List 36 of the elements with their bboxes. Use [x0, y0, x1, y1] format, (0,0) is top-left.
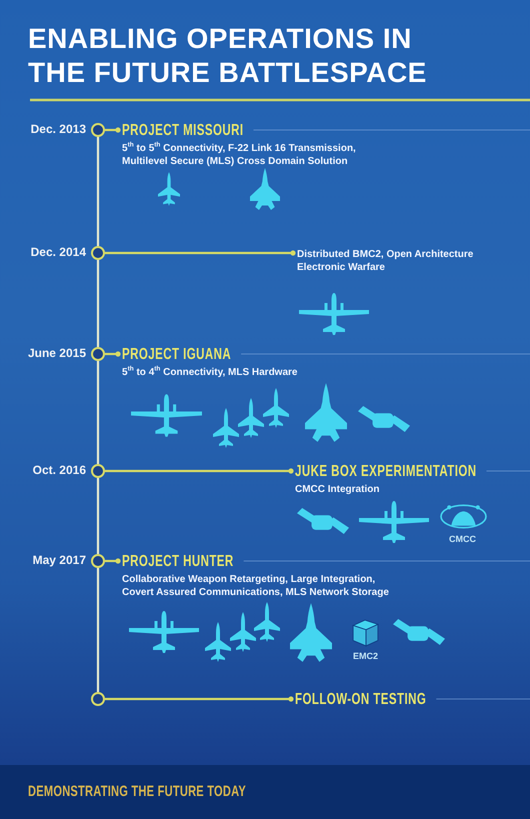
- timeline-circle: [91, 347, 105, 361]
- timeline-circle: [91, 692, 105, 706]
- timeline-line: [96, 260, 100, 347]
- connector-line: [105, 558, 121, 564]
- timeline-circle: [91, 123, 105, 137]
- project-description: CMCC Integration: [295, 483, 380, 496]
- project-title: PROJECT IGUANA: [122, 346, 232, 363]
- project-description: 5$^{th}$ to 5$^{th}$ Connectivity, F-22 Link 16 Transmission, Multilevel Secure (MLS) Cross Domain Solution: [122, 142, 357, 168]
- project-description: Distributed BMC2, Open Architecture Electronic Warfare: [297, 248, 474, 274]
- date-label: Dec. 2013: [30, 122, 86, 136]
- project-description: 5$^{th}$ to 4$^{th}$ Connectivity, MLS Hardware: [122, 366, 298, 379]
- project-title: PROJECT MISSOURI: [122, 122, 244, 139]
- timeline-line: [96, 361, 100, 464]
- connector-line: [105, 250, 296, 256]
- connector-line: [105, 351, 121, 357]
- timeline-circle: [91, 464, 105, 478]
- date-label: May 2017: [32, 553, 86, 567]
- date-label: June 2015: [28, 346, 86, 360]
- icon-label: EMC2: [353, 651, 378, 661]
- project-title: FOLLOW-ON TESTING: [295, 691, 426, 708]
- project-description: Collaborative Weapon Retargeting, Large Integration, Covert Assured Communications, MLS Network Storage: [122, 573, 390, 599]
- page-title: ENABLING OPERATIONS IN THE FUTURE BATTLESPACE: [28, 22, 428, 90]
- project-title: PROJECT HUNTER: [122, 553, 234, 570]
- connector-line: [105, 696, 294, 702]
- date-label: Oct. 2016: [32, 463, 86, 477]
- project-title: JUKE BOX EXPERIMENTATION: [295, 463, 476, 480]
- timeline-circle: [91, 246, 105, 260]
- connector-line: [105, 127, 121, 133]
- connector-line: [105, 468, 294, 474]
- timeline-line: [96, 478, 100, 554]
- timeline-circle: [91, 554, 105, 568]
- timeline-line: [96, 137, 100, 246]
- icon-label: CMCC: [449, 534, 476, 544]
- timeline-line: [96, 568, 100, 692]
- date-label: Dec. 2014: [30, 245, 86, 259]
- footer-tagline: DEMONSTRATING THE FUTURE TODAY: [28, 783, 246, 800]
